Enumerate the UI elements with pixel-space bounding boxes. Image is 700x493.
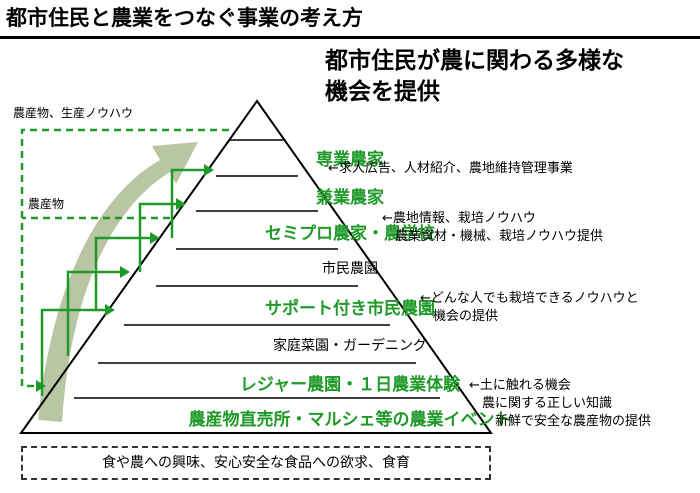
feedback-loop — [20, 128, 229, 388]
headline-line-1: 都市住民が農に関わる多様な — [325, 48, 624, 74]
bottom-box-text: 食や農への興味、安心安全な食品への欲求、食育 — [102, 455, 410, 471]
headline-line-2: 機会を提供 — [325, 79, 440, 105]
feedback-arrowhead — [36, 380, 46, 392]
tier-community-garden: 市民農園 — [322, 261, 378, 277]
headline: 都市住民が農に関わる多様な 機会を提供 — [325, 46, 624, 108]
note-soil: ←土に触れる機会 農に関する正しい知識 新鮮で安全な農産物の提供 — [469, 377, 651, 431]
note-knowhow: ←どんな人でも栽培できるノウハウと 機会の提供 — [420, 290, 639, 326]
note-line: 農業資材・機械、栽培ノウハウ提供 — [395, 229, 604, 244]
note-line: ←農地情報、栽培ノウハウ — [382, 211, 536, 226]
bottom-dashed-box — [21, 446, 491, 480]
step-arrows — [40, 168, 204, 396]
tier-farm-market-events: 農産物直売所・マルシェ等の農業イベント — [188, 410, 512, 430]
step-arrowheads — [105, 164, 214, 316]
note-line: ←どんな人でも栽培できるノウハウと — [420, 291, 639, 306]
tier-dividers — [74, 139, 440, 399]
tier-leisure-farm: レジャー農園・１日農業体験 — [239, 375, 461, 395]
note-line: 新鮮で安全な農産物の提供 — [495, 414, 652, 429]
side-label-produce: 農産物 — [28, 197, 65, 211]
page-title: 都市住民と農業をつなぐ事業の考え方 — [6, 6, 363, 30]
note-recruitment: ←求人広告、人材紹介、農地維持管理事業 — [328, 160, 573, 178]
note-line: 農に関する正しい知識 — [482, 396, 613, 411]
tier-semi-pro-farmer: セミプロ農家・農学校 — [265, 224, 435, 244]
note-farmland-info: ←農地情報、栽培ノウハウ 農業資材・機械、栽培ノウハウ提供 — [382, 210, 603, 246]
tier-full-time-farmer: 専業農家 — [316, 150, 384, 170]
note-line: ←求人広告、人材紹介、農地維持管理事業 — [328, 161, 573, 176]
side-label-produce-knowhow: 農産物、生産ノウハウ — [13, 106, 134, 120]
note-line: ←土に触れる機会 — [469, 378, 571, 393]
tier-supported-garden: サポート付き市民農園 — [265, 299, 435, 319]
tier-part-time-farmer: 兼業農家 — [316, 188, 384, 208]
title-underline — [0, 36, 700, 39]
tier-home-gardening: 家庭菜園・ガーデニング — [273, 338, 427, 354]
note-line: 機会の提供 — [433, 309, 499, 324]
